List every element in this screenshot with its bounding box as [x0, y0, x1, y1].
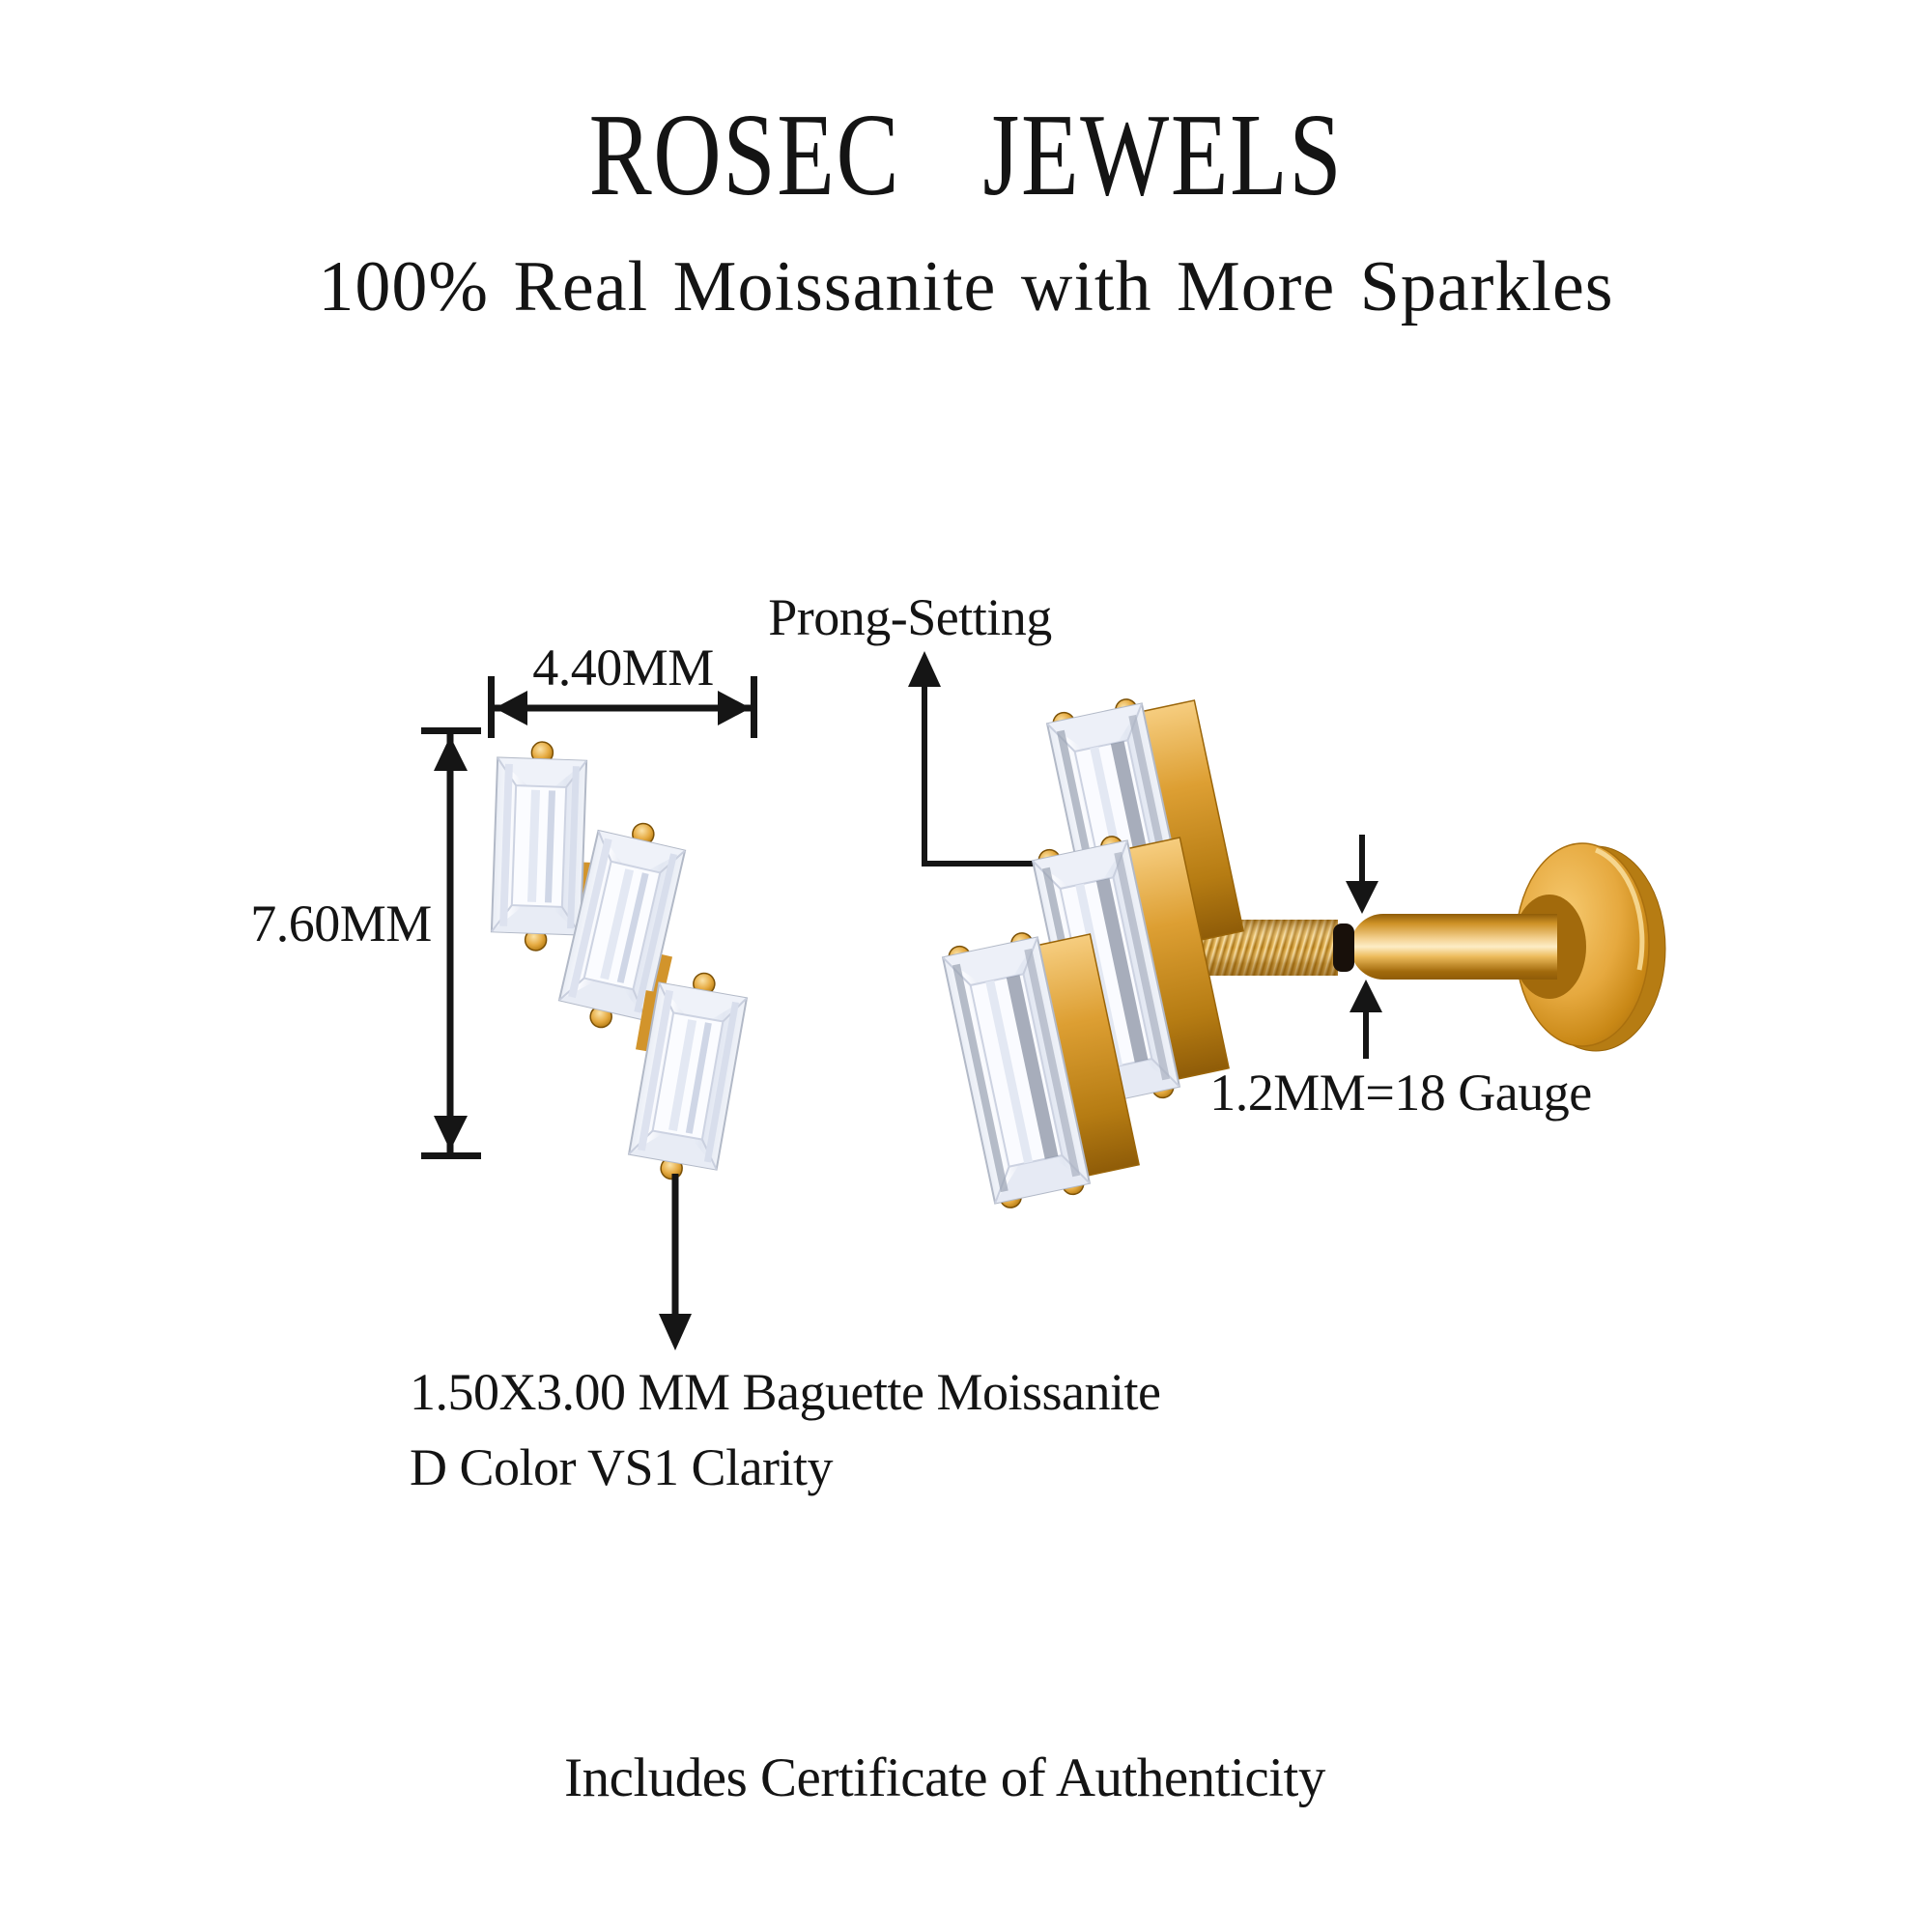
gauge-arrow-up	[1350, 980, 1382, 1059]
certificate-note: Includes Certificate of Authenticity	[564, 1747, 1325, 1808]
stone-note-pointer-arrow	[659, 1174, 692, 1350]
prong-setting-arrow	[908, 651, 1049, 867]
gauge-arrow-down	[1346, 835, 1378, 914]
baguette-stone-top	[490, 741, 595, 952]
height-dimension-arrow	[421, 727, 481, 1159]
gauge-label: 1.2MM=18 Gauge	[1209, 1064, 1592, 1122]
baguette-stone-bottom	[627, 972, 749, 1180]
prong-setting-label: Prong-Setting	[768, 588, 1052, 646]
stone-spec-line1: 1.50X3.00 MM Baguette Moissanite	[410, 1363, 1161, 1421]
tagline-row: 100% Real Moissanite with More Sparkles	[0, 251, 1932, 323]
width-dimension-arrow	[488, 676, 757, 738]
earring-render	[941, 698, 1666, 1208]
tagline-text: 100% Real Moissanite with More Sparkles	[318, 247, 1614, 327]
baguette-stone-middle	[557, 822, 687, 1029]
o-ring	[1333, 923, 1354, 972]
earring-stone-bottom	[941, 932, 1140, 1208]
brand-title: ROSEC JEWELS	[588, 90, 1344, 220]
stone-spec-note: 1.50X3.00 MM Baguette Moissanite D Color…	[410, 1354, 1161, 1505]
post-tube	[1350, 914, 1557, 980]
stone-spec-line2: D Color VS1 Clarity	[410, 1438, 834, 1496]
brand-title-row: ROSEC JEWELS	[0, 97, 1932, 214]
height-dimension-label: 7.60MM	[250, 895, 432, 952]
width-dimension-label: 4.40MM	[532, 639, 714, 696]
